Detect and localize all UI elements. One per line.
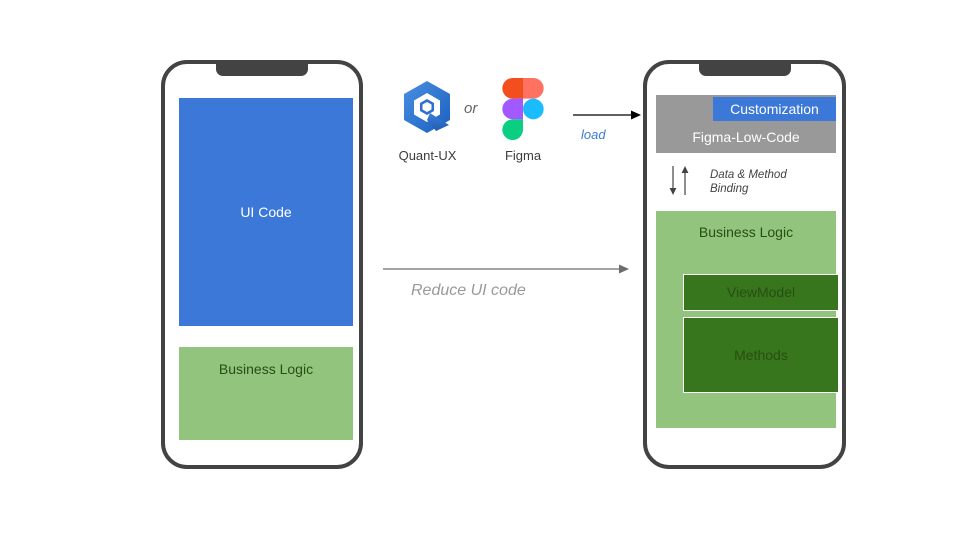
phone-frame-left: UI Code Business Logic <box>161 60 363 469</box>
block-business-logic-left[interactable]: Business Logic <box>179 347 353 440</box>
quant-ux-label: Quant-UX <box>398 148 457 163</box>
block-viewmodel-label: ViewModel <box>726 284 796 301</box>
phone-notch-icon <box>698 62 791 76</box>
data-method-binding-group: Data & Method Binding <box>666 164 838 204</box>
phone-notch-icon <box>216 62 308 76</box>
block-viewmodel[interactable]: ViewModel <box>683 274 839 311</box>
binding-label-line1: Data & Method <box>710 169 787 181</box>
phone-frame-right: Figma-Low-Code Customization Data & Meth… <box>643 60 846 469</box>
block-ui-code[interactable]: UI Code <box>179 98 353 326</box>
tool-logo-row: or Quant-UX Figma <box>380 78 550 168</box>
block-customization-label: Customization <box>730 100 819 117</box>
arrow-right-icon <box>573 110 641 120</box>
block-methods-label: Methods <box>734 346 788 363</box>
or-separator-label: or <box>464 100 478 117</box>
binding-arrows-icon <box>669 166 689 195</box>
reduce-ui-code-label: Reduce UI code <box>411 282 526 299</box>
load-label: load <box>581 127 606 142</box>
quant-ux-logo-icon[interactable] <box>398 78 456 136</box>
arrow-right-icon <box>383 264 629 274</box>
block-ui-code-label: UI Code <box>240 203 292 220</box>
block-methods[interactable]: Methods <box>683 317 839 393</box>
binding-label-line2: Binding <box>710 183 749 196</box>
block-customization[interactable]: Customization <box>713 97 836 121</box>
block-business-logic-right[interactable]: Business Logic ViewModel Methods <box>656 211 839 428</box>
figma-label: Figma <box>504 148 542 163</box>
block-business-logic-right-label: Business Logic <box>698 224 794 240</box>
load-arrow-group: load <box>573 108 643 156</box>
block-business-logic-left-label: Business Logic <box>218 361 314 377</box>
data-method-binding-label: Data & Method Binding <box>710 168 787 197</box>
figma-logo-icon[interactable] <box>499 78 547 140</box>
block-figma-low-code-label: Figma-Low-Code <box>692 129 800 146</box>
reduce-ui-code-arrow-group: Reduce UI code <box>383 262 631 314</box>
